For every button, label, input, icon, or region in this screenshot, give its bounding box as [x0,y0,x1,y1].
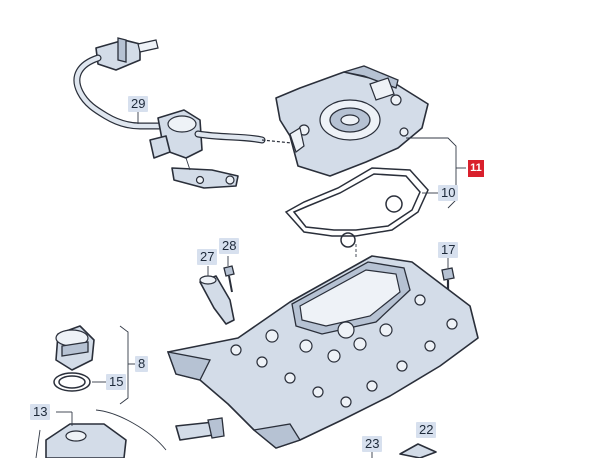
callout-28[interactable]: 28 [219,238,240,254]
callout-15[interactable]: 15 [106,374,127,390]
callout-10[interactable]: 10 [438,185,459,201]
callout-13[interactable]: 13 [30,404,51,420]
group-bracket-8 [119,325,129,405]
filler-cap-seal[interactable] [53,372,106,392]
oil-separator-cover[interactable] [275,65,429,177]
oil-filler-cap[interactable] [55,325,95,371]
bolt-part-28[interactable] [223,256,235,293]
callout-22[interactable]: 22 [416,422,437,438]
cap-part-22[interactable] [399,443,437,458]
callout-8[interactable]: 8 [135,356,149,372]
filler-neck-part-13[interactable] [45,411,127,458]
group-bracket-11 [406,137,457,209]
leader-13-down [35,429,41,458]
callout-27[interactable]: 27 [197,249,218,265]
callout-17[interactable]: 17 [438,242,459,258]
sensor-part-27[interactable] [199,266,235,325]
callout-29[interactable]: 29 [128,96,149,112]
vacuum-line [95,409,167,451]
cylinder-head-cover[interactable] [166,244,479,449]
part-group-badge-11[interactable]: 11 [468,160,484,177]
cover-gasket[interactable] [284,167,429,248]
breather-hose-assembly[interactable] [73,37,293,189]
callout-23[interactable]: 23 [362,436,383,452]
sensor-part-21[interactable] [175,417,225,441]
